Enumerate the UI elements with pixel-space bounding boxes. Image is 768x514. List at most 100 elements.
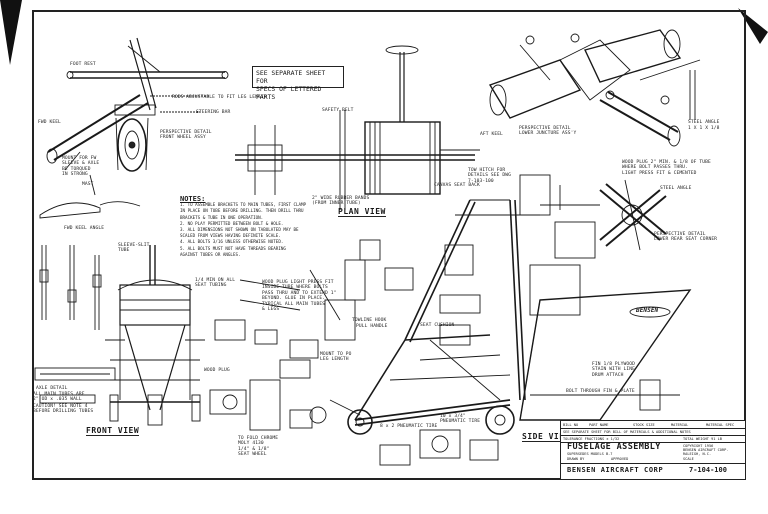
mount-fw-label: MOUNT FOR FW SLEEVE & AXLE BE TORQUED IN… [62,156,99,178]
min-on-all-line-1: 1/4 MIN ON ALL [195,278,236,283]
front-wheel-persp-label: PERSPECTIVE DETAIL FRONT WHEEL ASSY [160,130,212,141]
lower-junction-line-1: PERSPECTIVE DETAIL [519,126,571,131]
wood-plug-light-label: WOOD PLUG LIGHT PRESS FIT INSIDE TUBE WH… [262,280,337,312]
side-view-title: SIDE VIEW [522,432,570,442]
mount-on-lg-line-1: MOUNT TO PO [320,352,352,357]
wood-plug-light-line-1: WOOD PLUG LIGHT PRESS FIT [262,280,334,285]
tape-mark-left [0,0,22,65]
fold-chrome-line-1: TO FOLD CHROME [238,436,279,441]
tb-drawn-by: DRAWN BY [567,457,585,461]
tow-hook-detail-line-2: DETAILS SEE DWG [468,173,511,179]
note-line: 4. ALL BOLTS 3/16 UNLESS OTHERWISE NOTED… [180,239,284,245]
tb-bill-no: BILL NO [563,423,579,427]
tb-divider [561,463,745,464]
wheel-tire-line-1: 10 x 3/4" [440,414,466,419]
front-wheel-persp-line-1: PERSPECTIVE DETAIL [160,130,212,135]
mount-fw-line-2: SLEEVE & AXLE [62,161,100,167]
tb-copyright-2: BENSEN AIRCRAFT CORP. [683,448,729,452]
note-line: BRACKETS & TUBE IN ONE OPERATION. [180,214,264,220]
all-main-tubes-line-1: ALL MAIN TUBES ARE [33,392,85,397]
notes-title: NOTES: [180,195,206,203]
steel-angle-label: STEEL ANGLE [688,120,720,125]
rear-seat-persp-line-1: PERSPECTIVE DETAIL [654,232,706,237]
title-block: BILL NO PART NAME STOCK SIZE MATERIAL MA… [560,420,746,480]
tb-scale: SCALE [683,457,694,461]
side-view-sketch [329,199,692,435]
plan-view-title: PLAN VIEW [338,207,386,217]
tube-details-left [34,245,116,404]
canvas-seat-back-label: CANVAS SEAT BACK [434,183,480,188]
min-on-all-label: 1/4 MIN ON ALL SEAT TUBING [195,278,235,289]
fold-chrome-label: TO FOLD CHROME MOLY 4130 1/4" & 1/8" SEA… [238,436,278,458]
note-line: 1. TO ASSEMBLE BRACKETS TO MAIN TUBES, F… [180,202,307,208]
separate-sheet-note-line-1: SEE SEPARATE SHEET FOR [256,69,326,85]
mount-on-lg-line-2: LEG LENGTH [320,357,349,363]
tow-hook-detail-line-3: 7-103-100 [468,178,494,184]
tb-approved: APPROVED [611,457,629,461]
company-name: BENSEN AIRCRAFT CORP [567,466,664,474]
note-line: 5. ALL BOLTS MUST NOT HAVE THREADS BEARI… [180,245,286,251]
separate-sheet-note: SEE SEPARATE SHEET FOR SPECS OF LETTERED… [252,66,344,101]
note-line: 3. ALL DIMENSIONS NOT SHOWN ON TABULATED… [180,227,299,233]
aft-keel-label: AFT KEEL [480,132,503,137]
tb-stock-size: STOCK SIZE [633,423,655,427]
fin-plywood-line-3: DRUM ATTACH [592,372,624,378]
fin-logo: BENSEN [636,307,659,314]
wheel-tire-line-2: PNEUMATIC TIRE [440,419,481,425]
wood-plug-light-line-3: PASS THRU AND TO EXTEND 1" [262,290,337,296]
sleeve-slit-line-1: SLEEVE-SLIT [118,243,150,248]
caster-wheel-label: 8 x 2 PNEUMATIC TIRE [380,424,438,429]
note-line: IN PLACE ON TUBE BEFORE DRILLING. THEN D… [180,208,304,214]
tb-divider [561,435,745,436]
tb-divider [561,428,745,429]
mount-fw-line-3: BE TORQUED [62,166,91,172]
steering-bar-label: STEERING BAR [196,110,231,115]
tb-material: MATERIAL [671,423,689,427]
tow-hook-detail-label: TOW HITCH FOR DETAILS SEE DWG 7-103-100 [468,168,511,184]
towline-hook-label: TOWLINE HOOK [352,318,387,323]
fold-chrome-line-2: MOLY 4130 [238,441,264,447]
separate-sheet-note-line-2: SPECS OF LETTERED PARTS [256,85,322,101]
fwd-keel-angle-label: FWD KEEL ANGLE [64,226,105,231]
caution-note-line-1: CAUTION! SEE NOTE 4 [33,404,88,409]
lower-junction-sketch [488,29,701,147]
caution-note: CAUTION! SEE NOTE 4 BEFORE DRILLING TUBE… [33,404,93,415]
tb-separate-sheet: SEE SEPARATE SHEET FOR BILL OF MATERIALS… [563,430,691,434]
sleeve-slit-line-2: TUBE [118,248,130,254]
fwd-keel-label: FWD KEEL [38,120,61,125]
drawing-title: FUSELAGE ASSEMBLY [567,442,661,452]
steel-angle-label-2: STEEL ANGLE [660,186,692,191]
note-line: AGAINST TUBES OR ANGLES. [180,251,241,257]
wood-plug-note-line-2: WHERE BOLT PASSES THRU. [622,165,688,171]
wood-plug-light-line-4: BEYOND. GLUE IN PLACE. [262,296,326,302]
fin-plywood-label: FIN 1/8 PLYWOOD STAIN WITH LINE DRUM ATT… [592,362,635,378]
min-on-all-line-2: SEAT TUBING [195,283,227,289]
middle-details [209,174,661,466]
tow-hook-detail-line-1: TOW HITCH FOR [468,168,506,173]
rear-seat-persp-label: PERSPECTIVE DETAIL LOWER REAR SEAT CORNE… [654,232,717,243]
sleeve-slit-label: SLEEVE-SLIT TUBE [118,243,150,254]
mount-fw-line-1: MOUNT FOR FW [62,156,97,161]
note-line: SCALED FROM VIEWS HAVING DEFINITE SCALE. [180,233,281,239]
notes-block: NOTES: 1. TO ASSEMBLE BRACKETS TO MAIN T… [180,195,330,258]
wood-plug-light-line-5: TYPICAL ALL MAIN TUBES [262,301,326,307]
bolt-through-label: BOLT THROUGH FIN & PLATE [566,389,635,394]
front-wheel-persp-line-2: FRONT WHEEL ASSY [160,135,206,141]
rods-adjustable-label: RODS ADJUSTABLE TO FIT LEG LENGTH [172,95,267,100]
mount-fw-line-4: IN STRONG [62,172,88,178]
rear-seat-persp-line-2: LOWER REAR SEAT CORNER [654,237,718,243]
fold-chrome-line-4: SEAT WHEEL [238,452,267,458]
rubber-bands-label: 2" WIDE RUBBER BANDS (FROM INNER TUBE) [312,196,369,207]
front-view-sketch [105,245,205,426]
wood-plug-light-line-2: INSIDE TUBE WHERE BOLTS [262,285,328,291]
front-view-title: FRONT VIEW [86,426,140,436]
seat-cushion-label: SEAT CUSHION [420,323,455,328]
plan-view-sketch [235,45,480,210]
wood-plug-note: WOOD PLUG 2" MIN. & 1/8 OF TUBE WHERE BO… [622,160,711,176]
all-main-tubes-line-2: 2" OD x .035 WALL [33,397,82,403]
tb-supersedes: SUPERSEDES MODELS B-7 [567,452,613,456]
tb-copyright-3: RALEIGH, N.C. [683,452,712,456]
rubber-bands-line-2: (FROM INNER TUBE) [312,201,361,207]
